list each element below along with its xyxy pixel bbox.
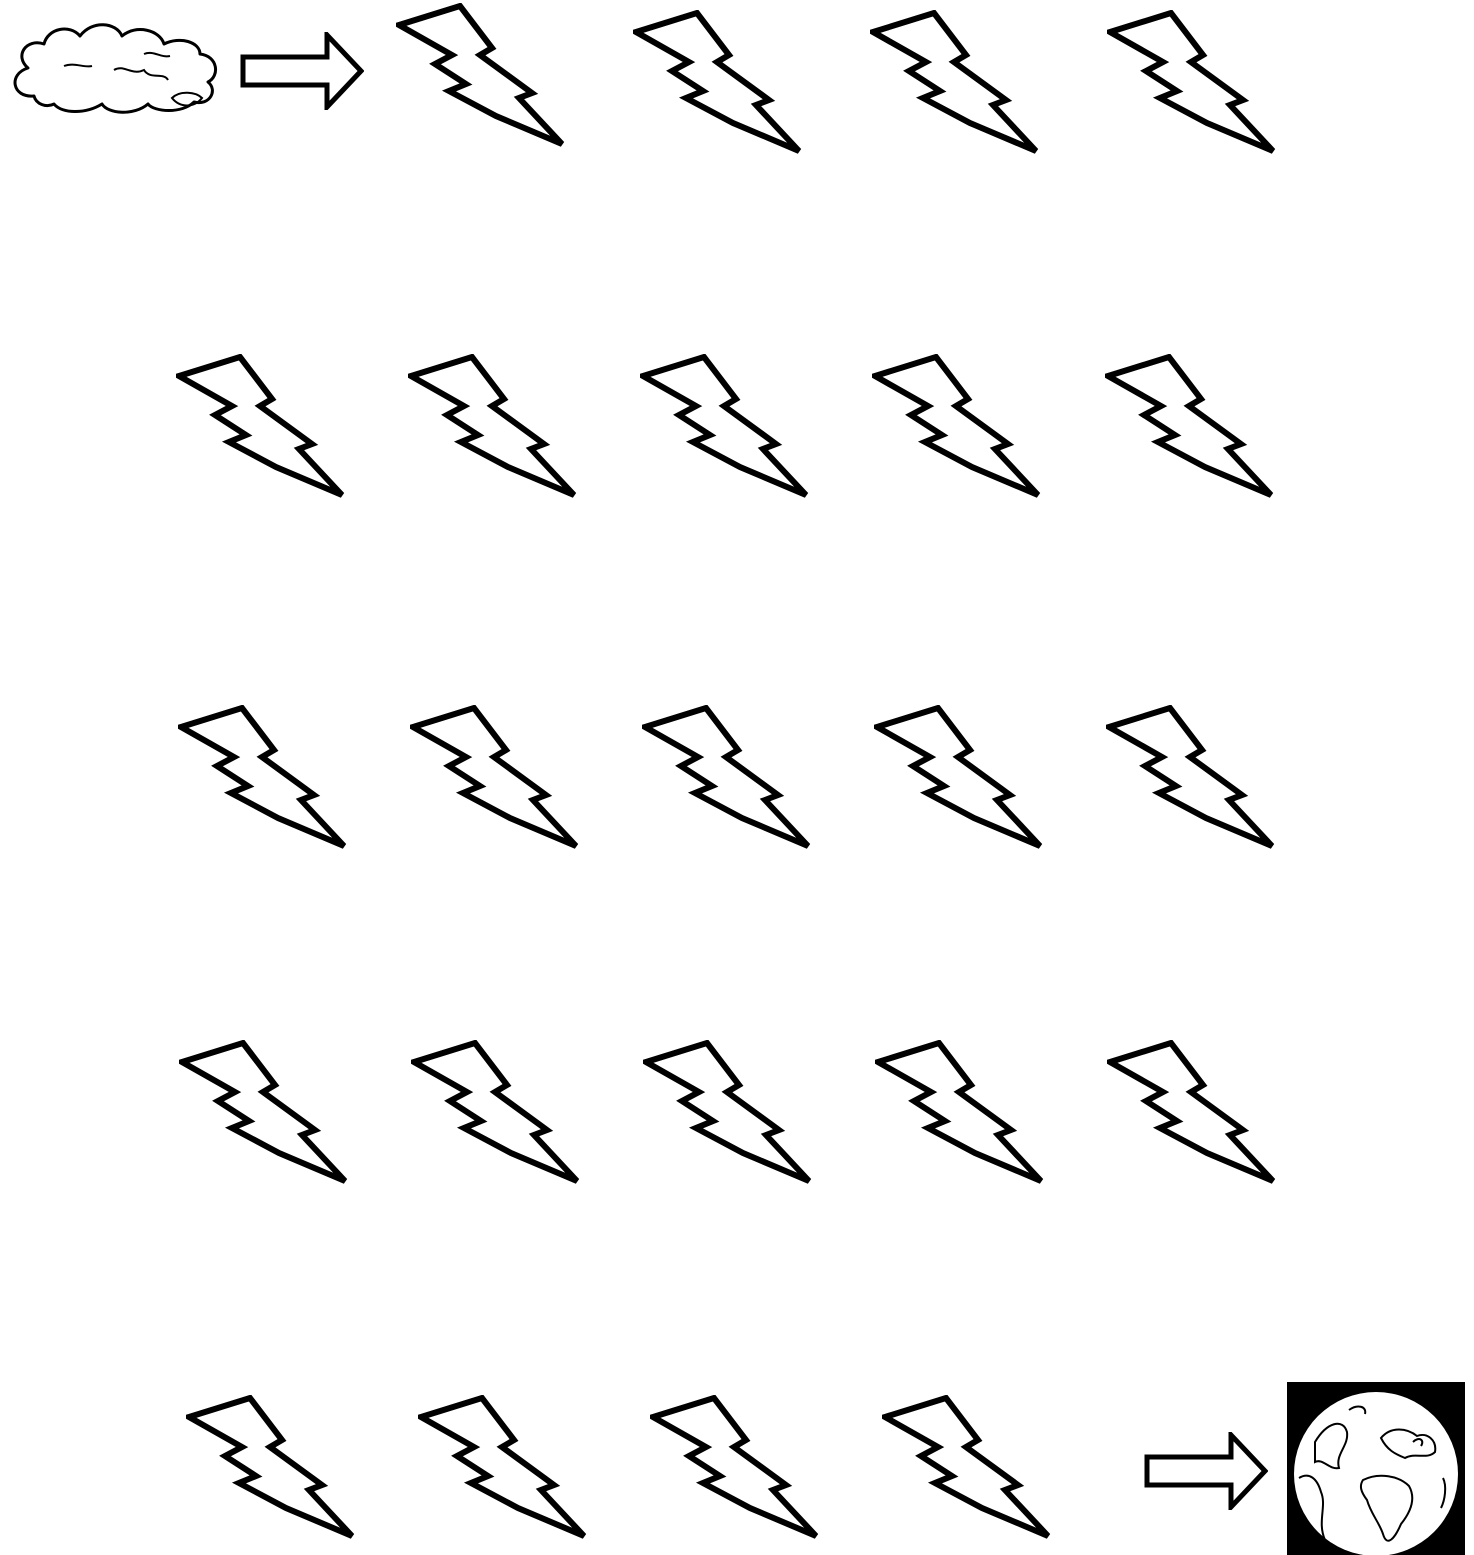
lightning-bolt-icon bbox=[872, 354, 1044, 500]
lightning-bolt-icon bbox=[650, 1395, 822, 1541]
lightning-bolt-icon bbox=[176, 354, 348, 500]
lightning-bolt-icon bbox=[396, 3, 568, 149]
right-arrow-icon bbox=[1144, 1432, 1268, 1510]
lightning-bolt-icon bbox=[408, 354, 580, 500]
lightning-bolt-icon bbox=[178, 705, 350, 851]
right-arrow-icon bbox=[240, 32, 364, 110]
lightning-bolt-icon bbox=[882, 1395, 1054, 1541]
lightning-bolt-icon bbox=[411, 1040, 583, 1186]
lightning-bolt-icon bbox=[870, 10, 1042, 156]
lightning-bolt-icon bbox=[1107, 1040, 1279, 1186]
lightning-bolt-icon bbox=[633, 10, 805, 156]
lightning-bolt-icon bbox=[1105, 354, 1277, 500]
lightning-bolt-icon bbox=[640, 354, 812, 500]
earth-globe-icon bbox=[1287, 1382, 1465, 1555]
lightning-bolt-icon bbox=[418, 1395, 590, 1541]
lightning-bolt-icon bbox=[1106, 705, 1278, 851]
lightning-bolt-icon bbox=[1107, 10, 1279, 156]
lightning-bolt-icon bbox=[186, 1395, 358, 1541]
lightning-bolt-icon bbox=[179, 1040, 351, 1186]
cloud-icon bbox=[4, 10, 218, 118]
lightning-bolt-icon bbox=[643, 1040, 815, 1186]
lightning-bolt-icon bbox=[874, 705, 1046, 851]
lightning-bolt-icon bbox=[642, 705, 814, 851]
lightning-bolt-icon bbox=[875, 1040, 1047, 1186]
lightning-bolt-icon bbox=[410, 705, 582, 851]
